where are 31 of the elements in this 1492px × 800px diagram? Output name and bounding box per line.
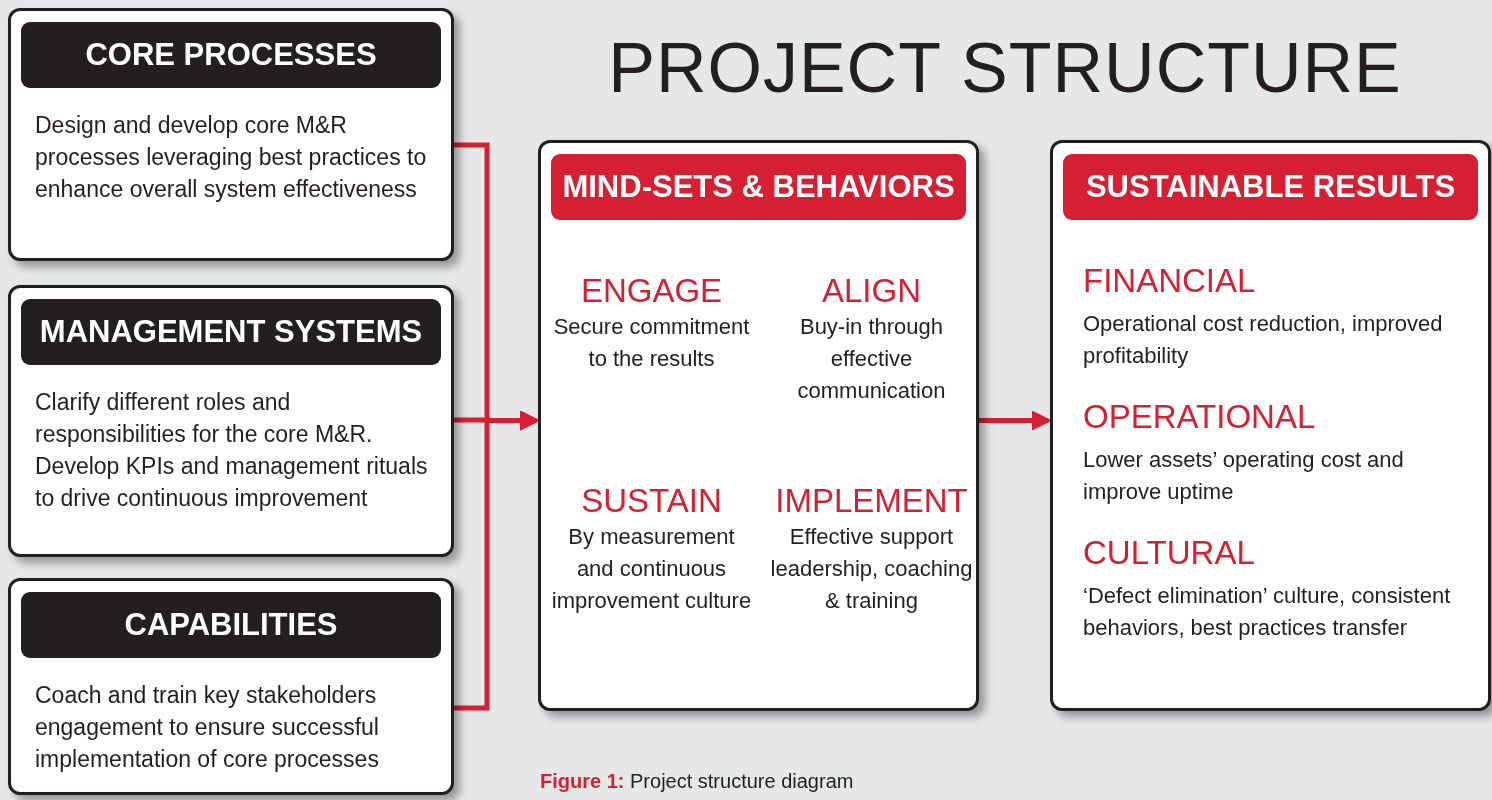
header-bar: CAPABILITIES — [21, 592, 441, 658]
section-text: Buy-in through effective communication — [796, 313, 947, 405]
section-heading: CULTURAL — [1083, 533, 1255, 573]
card — [8, 8, 454, 261]
section-text: By measurement and continuous improvement culture — [550, 523, 753, 615]
header-bar: SUSTAINABLE RESULTS — [1063, 154, 1478, 220]
section-heading: FINANCIAL — [1083, 261, 1256, 301]
section-heading: ALIGN — [820, 271, 922, 311]
section-text: Operational cost reduction, improved profitability — [1083, 310, 1444, 370]
arrow — [979, 410, 1052, 431]
section-heading: ENGAGE — [579, 271, 724, 311]
card — [8, 578, 454, 795]
header-bar: MANAGEMENT SYSTEMS — [21, 299, 441, 365]
description-text: Coach and train key stakeholders engagement to ensure successful implementation of core processes — [35, 681, 380, 774]
section-heading: SUSTAIN — [580, 481, 723, 521]
card — [8, 285, 454, 557]
card — [538, 140, 979, 711]
section-text: Secure commitment to the results — [552, 313, 751, 373]
section-heading: OPERATIONAL — [1083, 397, 1316, 437]
header-bar: CORE PROCESSES — [21, 22, 441, 88]
description-text: Design and develop core M&R processes leveraging best practices to enhance overall system effectiveness — [35, 111, 428, 204]
header-bar: MIND-SETS & BEHAVIORS — [551, 154, 966, 220]
arrow — [454, 410, 540, 711]
section-text: Lower assets’ operating cost and improve uptime — [1083, 446, 1405, 506]
description-text: Clarify different roles and responsibilities for the core M&R. Develop KPIs and management rituals to drive continuous improvement — [35, 388, 429, 513]
card — [1050, 140, 1491, 711]
figure-caption: Figure 1: Project structure diagram — [540, 770, 854, 793]
section-text: Effective support leadership, coaching & training — [769, 523, 974, 615]
section-heading: IMPLEMENT — [774, 481, 969, 521]
section-text: ‘Defect elimination’ culture, consistent behaviors, best practices transfer — [1083, 582, 1452, 642]
diagram-title: PROJECT STRUCTURE — [607, 28, 1403, 108]
